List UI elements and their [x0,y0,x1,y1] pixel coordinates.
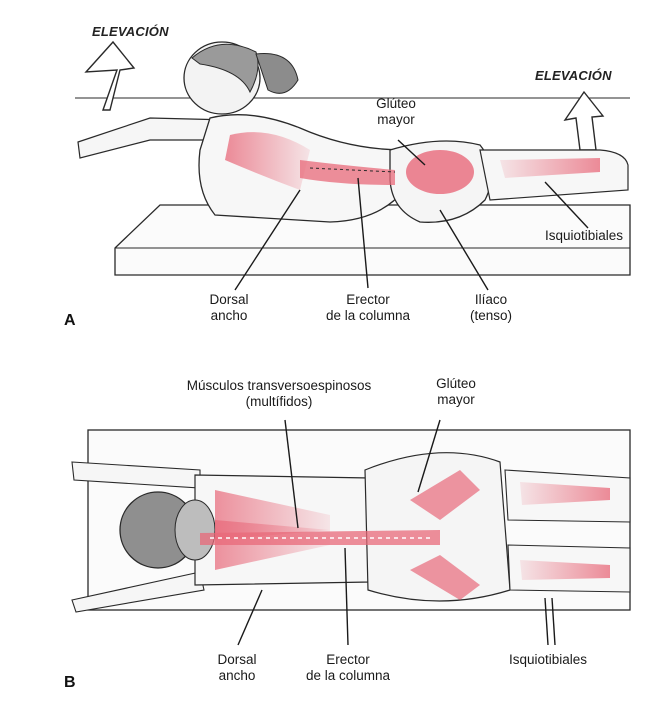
panel-b-drawing [72,420,630,645]
gluteo-label-a: Glúteo mayor [364,96,428,128]
elevation-label-left: ELEVACIÓN [92,24,169,39]
elevation-arrow-right [565,92,603,150]
dorsal-label-b: Dorsal ancho [202,652,272,684]
isquiotibiales-label-a: Isquiotibiales [534,228,634,244]
erector-label-a: Erector de la columna [318,292,418,324]
panel-a-letter: A [64,312,76,330]
iliaco-label-a: Ilíaco (tenso) [456,292,526,324]
elevation-arrow-left [86,42,134,110]
musculos-label-b: Músculos transversoespinosos (multífidos… [172,378,386,410]
panel-b-letter: B [64,674,76,692]
gluteo-label-b: Glúteo mayor [424,376,488,408]
dorsal-label-a: Dorsal ancho [194,292,264,324]
isquiotibiales-label-b: Isquiotibiales [498,652,598,668]
elevation-label-right: ELEVACIÓN [535,68,612,83]
erector-label-b: Erector de la columna [298,652,398,684]
